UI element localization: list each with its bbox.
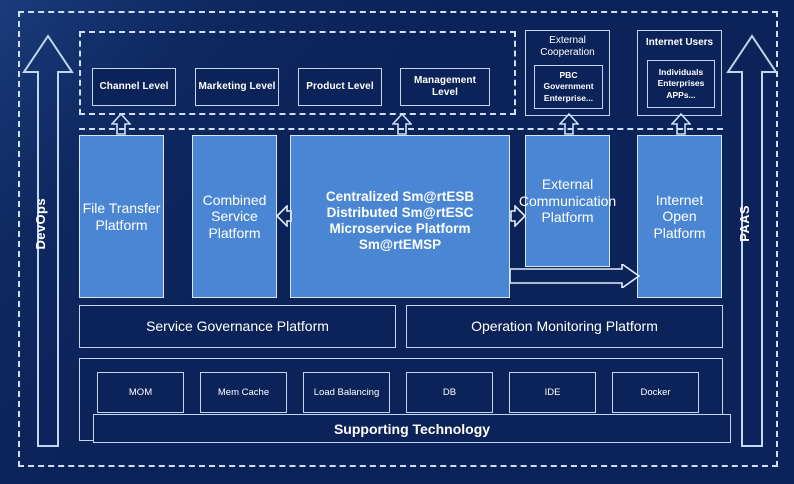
level-box-channel[interactable]: Channel Level <box>92 68 176 106</box>
arrow-left-icon <box>276 205 292 227</box>
tech-box-mom[interactable]: MOM <box>97 372 184 413</box>
platform-label: Internet Open Platform <box>653 191 706 241</box>
tech-label: Docker <box>640 386 671 398</box>
layer-separator-line <box>79 128 723 130</box>
level-label: Product Level <box>306 81 374 93</box>
level-label: Marketing Level <box>198 81 276 93</box>
platform-label: External Communication Platform <box>518 176 617 226</box>
external-cooperation-title: External Cooperation <box>540 35 595 58</box>
external-cooperation-inner-box: PBC Government Enterprise... <box>534 65 603 109</box>
level-box-management[interactable]: Management Level <box>400 68 490 106</box>
connector-up-to-external-cooperation <box>559 113 579 135</box>
external-cooperation-inner-label: PBC Government Enterprise... <box>543 69 594 103</box>
tech-box-ide[interactable]: IDE <box>509 372 596 413</box>
up-arrow-icon <box>22 34 74 447</box>
internet-users-inner-label: Individuals Enterprises APPs... <box>657 66 705 100</box>
level-label: Management Level <box>413 75 477 98</box>
core-line-2: Distributed Sm@rtESC <box>326 204 474 220</box>
platform-file-transfer[interactable]: File Transfer Platform <box>79 135 164 298</box>
up-arrow-icon <box>726 34 778 447</box>
tech-box-mem-cache[interactable]: Mem Cache <box>200 372 287 413</box>
devops-rail-label: DevOps <box>33 198 48 250</box>
paas-rail <box>726 32 778 450</box>
core-line-3: Microservice Platform Sm@rtEMSP <box>329 220 471 252</box>
level-label: Channel Level <box>99 81 169 93</box>
tech-box-docker[interactable]: Docker <box>612 372 699 413</box>
operation-monitoring-platform[interactable]: Operation Monitoring Platform <box>406 305 723 348</box>
platform-label: File Transfer Platform <box>82 199 161 233</box>
paas-rail-label: PAAS <box>737 205 752 242</box>
level-box-marketing[interactable]: Marketing Level <box>195 68 279 106</box>
connector-core-to-combined <box>276 205 292 227</box>
tech-box-db[interactable]: DB <box>406 372 493 413</box>
tech-label: DB <box>442 386 457 398</box>
platform-combined-service[interactable]: Combined Service Platform <box>192 135 277 298</box>
core-line-1: Centralized Sm@rtESB <box>325 189 475 204</box>
management-label: Service Governance Platform <box>146 318 329 335</box>
service-governance-platform[interactable]: Service Governance Platform <box>79 305 396 348</box>
tech-label: MOM <box>128 386 153 398</box>
tech-label: Mem Cache <box>217 386 270 398</box>
arrow-up-icon <box>671 113 691 135</box>
connector-up-to-internet-users <box>671 113 691 135</box>
connector-core-to-internet-open <box>510 264 640 288</box>
internet-users-title: Internet Users <box>645 37 714 48</box>
supporting-technology-label: Supporting Technology <box>333 420 491 437</box>
arrow-up-icon <box>111 113 131 135</box>
arrow-right-icon <box>510 264 640 288</box>
connector-up-to-management <box>392 113 412 135</box>
devops-rail <box>22 32 74 450</box>
internet-users-box[interactable]: Internet Users Individuals Enterprises A… <box>637 30 722 116</box>
external-cooperation-box[interactable]: External Cooperation PBC Government Ente… <box>525 30 610 116</box>
tech-label: Load Balancing <box>313 386 380 398</box>
arrow-up-icon <box>392 113 412 135</box>
platform-internet-open[interactable]: Internet Open Platform <box>637 135 722 298</box>
arrow-up-icon <box>559 113 579 135</box>
connector-up-to-channel <box>111 113 131 135</box>
platform-external-communication[interactable]: External Communication Platform <box>519 135 616 267</box>
tech-label: IDE <box>544 386 561 398</box>
management-label: Operation Monitoring Platform <box>471 318 658 335</box>
platform-core-esb[interactable]: Centralized Sm@rtESB Distributed Sm@rtES… <box>290 135 510 298</box>
arrow-right-icon <box>510 205 526 227</box>
diagram-outer-frame <box>18 11 778 467</box>
level-box-product[interactable]: Product Level <box>298 68 382 106</box>
internet-users-inner-box: Individuals Enterprises APPs... <box>647 60 715 108</box>
platform-label: Combined Service Platform <box>202 191 267 241</box>
business-levels-group <box>79 31 516 115</box>
supporting-technology-banner[interactable]: Supporting Technology <box>93 414 731 443</box>
tech-box-load-balancing[interactable]: Load Balancing <box>303 372 390 413</box>
connector-core-to-external-comm <box>510 205 526 227</box>
